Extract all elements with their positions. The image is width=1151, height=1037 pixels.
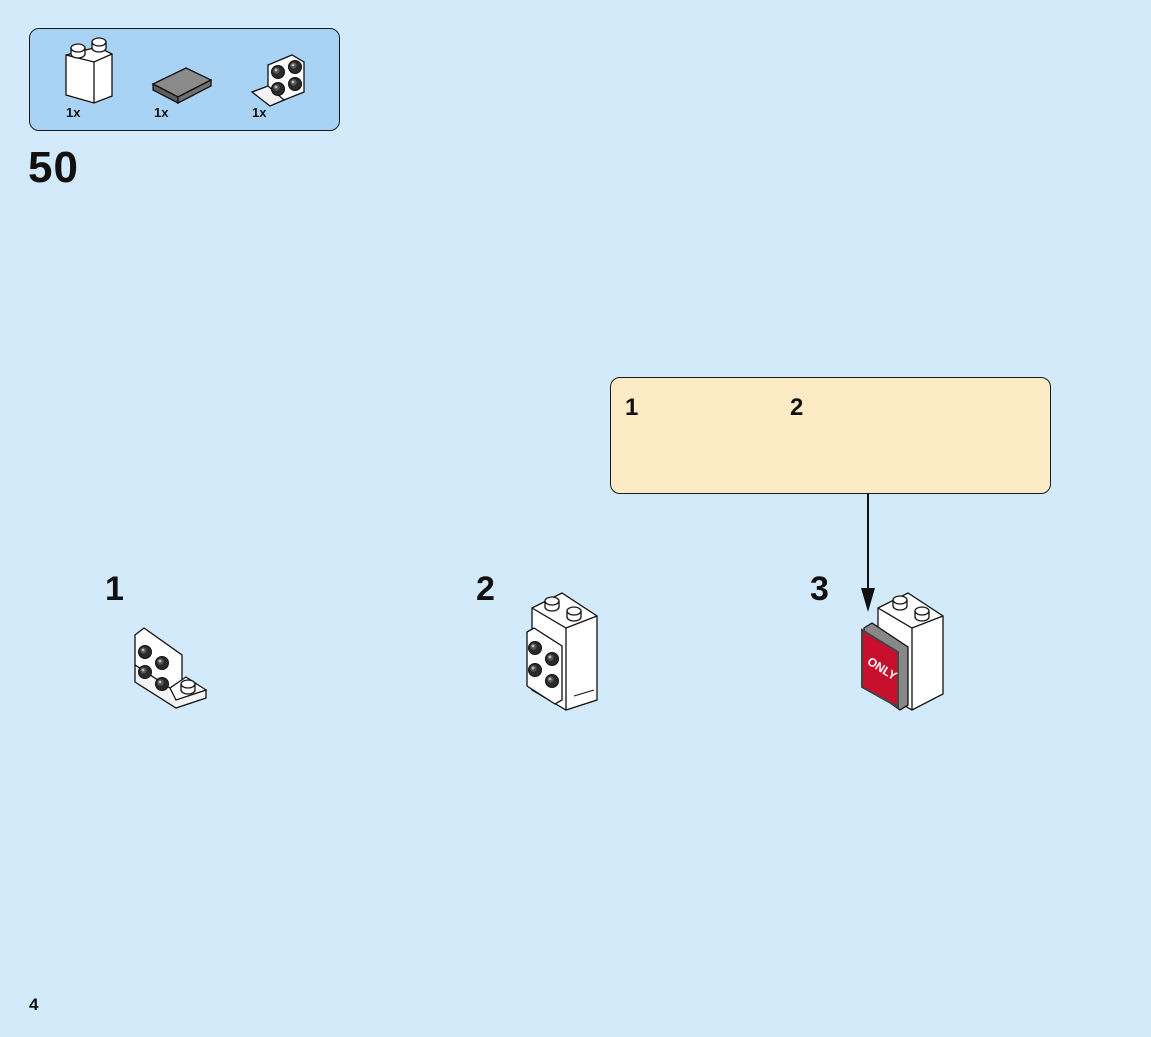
substep-2-brick-assembly bbox=[526, 592, 598, 711]
substep-2-label: 2 bbox=[476, 570, 495, 608]
part-qty-white-brick: 1x bbox=[66, 105, 81, 120]
substep-3-sign-assembly: ONLY bbox=[861, 592, 944, 711]
callout-box bbox=[610, 377, 1051, 494]
part-white-brick bbox=[65, 37, 113, 104]
part-white-bracket bbox=[250, 54, 305, 107]
part-gray-tile bbox=[151, 67, 213, 105]
substep-1-bracket bbox=[134, 627, 208, 709]
part-qty-bracket: 1x bbox=[252, 105, 267, 120]
callout-step-1-label: 1 bbox=[625, 394, 639, 421]
callout-step-2-label: 2 bbox=[790, 394, 804, 421]
substep-1-label: 1 bbox=[105, 570, 124, 608]
page-number: 4 bbox=[29, 995, 39, 1014]
step-number: 50 bbox=[28, 143, 79, 192]
substep-3-label: 3 bbox=[810, 570, 829, 608]
down-arrow-icon bbox=[861, 492, 875, 612]
part-qty-gray-tile: 1x bbox=[154, 105, 169, 120]
